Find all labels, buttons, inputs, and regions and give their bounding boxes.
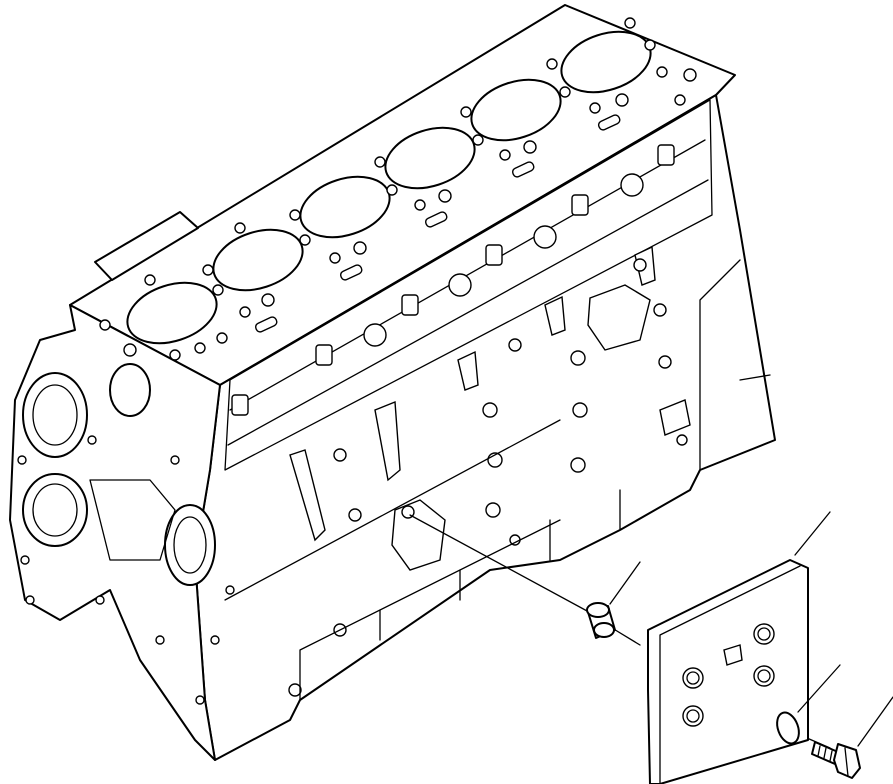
nozzle-tab-1 [289, 449, 326, 542]
callout-leader-washer [797, 664, 841, 713]
nozzle-tab-2 [374, 400, 401, 482]
side-holes [288, 258, 688, 697]
callout-leader-cover-plate [794, 511, 831, 556]
cover-plate [647, 559, 809, 784]
callout-leader-bolt [857, 696, 893, 747]
tappet-chamber-outline [224, 99, 713, 471]
callout-leader-bushing [609, 561, 641, 605]
tappet-bosses [231, 144, 675, 416]
cylinder-bore-1 [126, 281, 218, 345]
callout-leaders [609, 511, 893, 747]
bolt [811, 741, 861, 779]
cylinder-bore-2 [212, 228, 304, 292]
front-face-features [17, 363, 235, 705]
block-rear-boss [94, 211, 199, 281]
cylinder-bore-5 [470, 78, 562, 142]
washer [776, 711, 800, 745]
bushing [586, 602, 616, 639]
cylinder-block [9, 4, 776, 761]
deck-holes [99, 17, 697, 361]
